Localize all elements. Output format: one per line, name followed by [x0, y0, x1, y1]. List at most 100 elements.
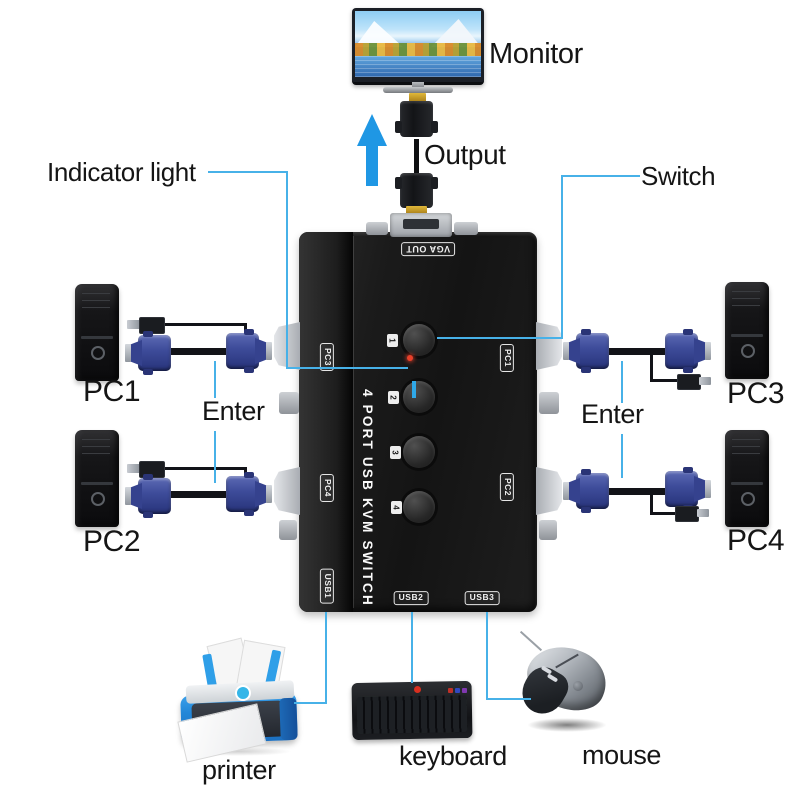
vga-screw [683, 467, 693, 473]
vga-cable [606, 488, 668, 495]
treeline [355, 43, 481, 56]
keyboard-label: keyboard [399, 741, 507, 771]
usb-plug-tip [697, 509, 709, 517]
pc1-label: PC1 [83, 375, 141, 408]
usb2-line-v [411, 612, 413, 683]
vga-gold-tip-top [409, 93, 426, 102]
usb-cable [650, 379, 677, 382]
port-label-pc4: PC4 [320, 473, 334, 503]
vga-connector-tip [563, 482, 569, 500]
usb1-line-h [294, 702, 327, 704]
vga-connector-lower [395, 173, 438, 208]
brand-text: 4 PORT USB KVM SWITCH [360, 389, 375, 607]
right-vga-port-lower [536, 467, 562, 515]
monitor-stand-neck [412, 82, 424, 88]
printer-power-button [235, 685, 251, 701]
left-vga-port-lower [274, 467, 300, 515]
mouse-shadow [527, 718, 607, 732]
vga-connector-upper [395, 101, 438, 137]
tower-vents [82, 293, 110, 313]
usb-cable [163, 467, 247, 470]
mouse-logo [573, 681, 583, 691]
lake [355, 56, 481, 77]
vga-screw [143, 331, 153, 337]
select-button-3 [403, 436, 435, 468]
pc3-tower [725, 282, 769, 379]
tower-logo [741, 344, 755, 358]
vga-connector-body [665, 333, 698, 369]
vga-connector-body [138, 478, 171, 514]
indicator-light-label: Indicator light [47, 157, 196, 187]
tower-drive-slot [731, 334, 763, 337]
keyboard-indicator-red [448, 688, 453, 693]
kvm-switch-side-face [299, 232, 353, 612]
pc4-label: PC4 [727, 524, 785, 557]
vga-connector-body [665, 471, 698, 507]
vga-out-label: VGA OUT [400, 241, 456, 257]
vga-connector-hood [568, 478, 580, 504]
pc3-label: PC3 [727, 377, 785, 410]
keyboard-indicator-purple [462, 688, 467, 693]
vga-gold-tip-bottom [406, 206, 427, 214]
vga-screw [244, 510, 254, 516]
indicator-pointer-dash [412, 381, 416, 398]
keyboard-indicator-blue [455, 688, 460, 693]
vga-screw [143, 512, 153, 518]
tower-logo [91, 346, 105, 360]
vga-screw [683, 329, 693, 335]
vga-screw [581, 469, 591, 475]
select-button-2 [403, 381, 435, 413]
vga-connector-hood [130, 483, 142, 509]
usb-cable [163, 323, 247, 326]
usb3-line-v [486, 612, 488, 700]
vga-screw [581, 367, 591, 373]
enter-right-dash-lower [621, 434, 623, 478]
port-label-pc2: PC2 [500, 472, 514, 502]
vga-connector-tip [125, 344, 131, 362]
button-number-3: 3 [390, 446, 401, 459]
vga-connector-tip [705, 480, 711, 498]
monitor-screen [355, 11, 481, 77]
switch-callout-line-h2 [437, 337, 562, 339]
up-arrow-shaft [366, 144, 378, 186]
output-label: Output [424, 139, 506, 170]
keyboard-keys [356, 695, 468, 734]
switch-label: Switch [641, 161, 716, 191]
port-label-usb3: USB3 [464, 591, 500, 605]
top-edge-stub-left [366, 222, 388, 235]
right-usb-stub-upper [539, 392, 559, 414]
tower-drive-slot [81, 336, 113, 339]
port-label-usb1: USB1 [320, 568, 334, 604]
tower-drive-slot [81, 482, 113, 485]
enter-left-dash-upper [214, 361, 216, 398]
vga-screw [244, 367, 254, 373]
up-arrow-icon [357, 114, 387, 146]
usb-cable [650, 495, 653, 515]
mouse-label: mouse [582, 740, 662, 770]
usb-plug [675, 506, 699, 522]
enter-left-dash-lower [214, 431, 216, 483]
vga-screw [683, 367, 693, 373]
indicator-callout-line-v [286, 171, 288, 369]
usb1-line-v [325, 612, 327, 704]
switch-callout-line-v [561, 175, 563, 339]
tower-logo [741, 492, 755, 506]
vga-connector [226, 472, 272, 516]
vga-connector [125, 474, 171, 518]
pc2-label: PC2 [83, 525, 141, 558]
enter-left-label: Enter [202, 396, 265, 426]
printer-shadow [182, 747, 292, 756]
vga-connector-tip [266, 342, 272, 360]
vga-screw-right [431, 121, 438, 133]
vga-connector [665, 329, 711, 373]
vga-connector-hood [130, 340, 142, 366]
vga-connector-tip [125, 487, 131, 505]
usb-plug-tip [699, 377, 711, 385]
button-number-2: 2 [388, 391, 399, 404]
vga-screw [244, 472, 254, 478]
usb3-line-h [486, 698, 531, 700]
usb-cable [650, 355, 653, 379]
vga-connector-tip [266, 485, 272, 503]
vga-screw [143, 369, 153, 375]
